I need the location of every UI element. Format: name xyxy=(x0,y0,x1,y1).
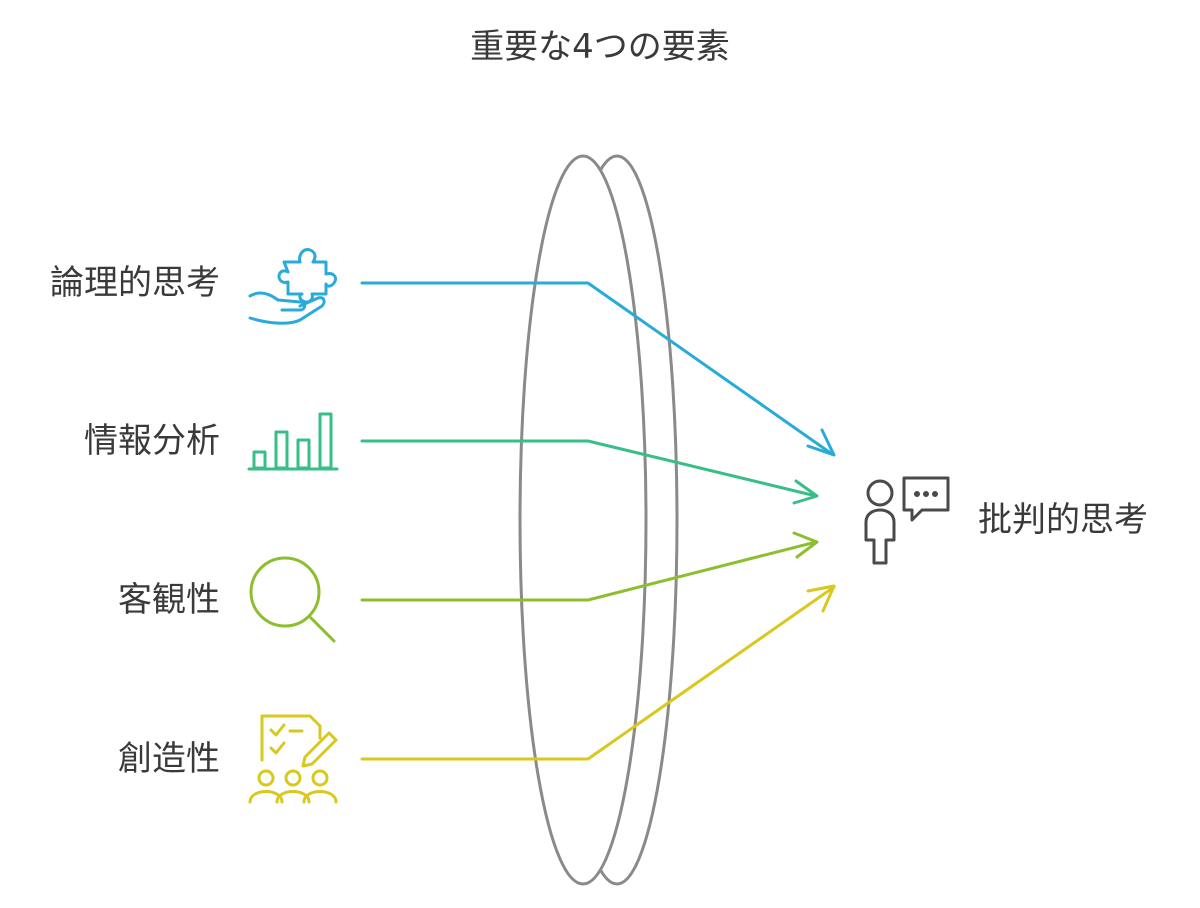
label-objectivity: 客観性 xyxy=(118,580,220,620)
label-logical-thinking: 論理的思考 xyxy=(50,263,220,303)
connector-logical xyxy=(360,281,836,457)
connector-objectivity xyxy=(360,531,819,602)
label-critical-thinking: 批判的思考 xyxy=(978,500,1148,540)
person-speech-icon xyxy=(864,476,950,565)
brainstorm-group-icon xyxy=(248,714,338,804)
lens xyxy=(518,154,679,886)
puzzle-hand-icon xyxy=(248,248,338,325)
magnifier-icon xyxy=(249,556,336,643)
connector-creativity xyxy=(360,584,836,761)
diagram-title: 重要な4つの要素 xyxy=(470,27,730,67)
connector-analysis xyxy=(360,439,819,505)
label-information-analysis: 情報分析 xyxy=(84,421,220,461)
bar-chart-icon xyxy=(247,412,339,471)
label-creativity: 創造性 xyxy=(118,739,220,779)
